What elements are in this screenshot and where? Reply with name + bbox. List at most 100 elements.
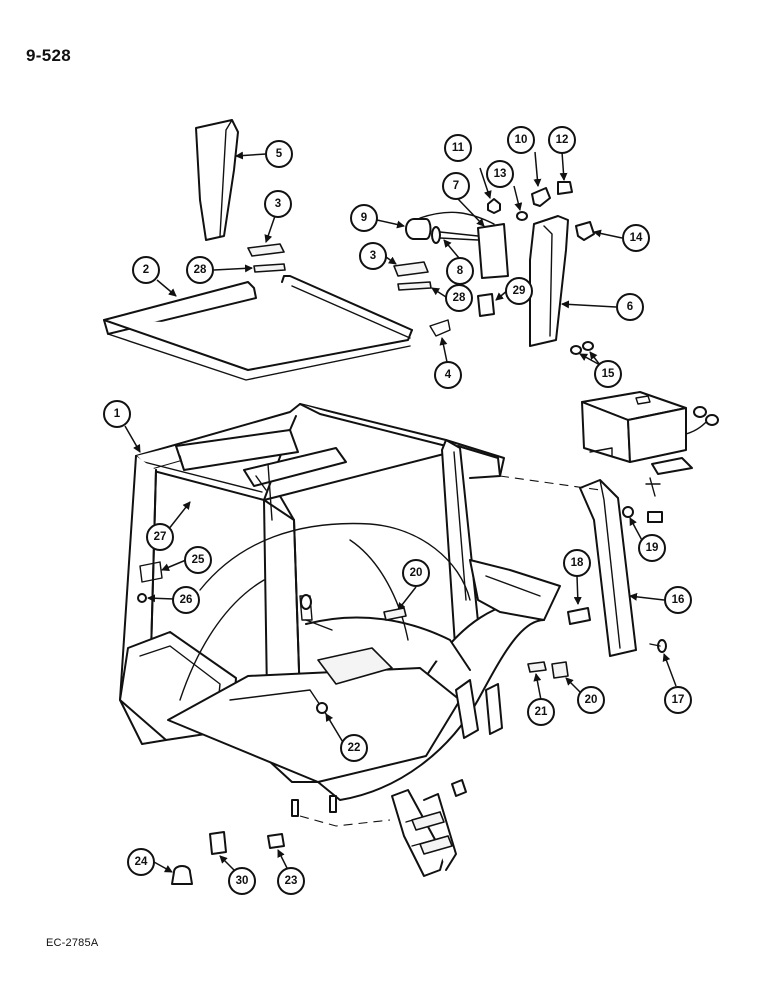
- pillar-trim: [529, 215, 569, 347]
- strip-lower: [397, 281, 432, 291]
- latch: [567, 607, 591, 625]
- callout-label: 24: [135, 856, 148, 868]
- callout-8: 8: [446, 257, 474, 285]
- mounting-plate: [477, 223, 509, 279]
- callout-3-lower: 3: [359, 242, 387, 270]
- strip-upper: [253, 263, 286, 273]
- callout-label: 4: [445, 369, 452, 381]
- dashed-leader-step: [299, 815, 391, 827]
- bolt: [431, 226, 479, 244]
- callout-label: 18: [571, 557, 584, 569]
- callout-17: 17: [664, 686, 692, 714]
- callout-1: 1: [103, 400, 131, 428]
- bushing: [405, 218, 432, 240]
- callout-16: 16: [664, 586, 692, 614]
- callout-label: 1: [114, 408, 121, 420]
- callout-19: 19: [638, 534, 666, 562]
- callout-label: 19: [646, 542, 659, 554]
- callout-label: 16: [672, 594, 685, 606]
- callout-15: 15: [594, 360, 622, 388]
- drawing-code: EC-2785A: [46, 937, 99, 949]
- block: [551, 661, 569, 679]
- callout-label: 3: [370, 250, 376, 262]
- callout-label: 14: [630, 232, 643, 244]
- callout-3: 3: [264, 190, 292, 218]
- grommet: [209, 831, 227, 855]
- callout-label: 2: [143, 264, 149, 276]
- step-assembly: [391, 779, 467, 877]
- clip: [429, 319, 451, 337]
- pad-upper: [247, 243, 285, 257]
- small-plate: [477, 293, 495, 317]
- callout-29: 29: [505, 277, 533, 305]
- callout-label: 27: [154, 531, 167, 543]
- callout-label: 9: [361, 212, 367, 224]
- callout-label: 10: [515, 134, 528, 146]
- callout-30: 30: [228, 867, 256, 895]
- callout-label: 7: [453, 180, 459, 192]
- callout-14: 14: [622, 224, 650, 252]
- callout-label: 21: [535, 706, 548, 718]
- callout-label: 30: [236, 875, 249, 887]
- callout-20-lower: 20: [577, 686, 605, 714]
- bracket: [575, 221, 595, 241]
- knob: [557, 181, 573, 195]
- callout-21: 21: [527, 698, 555, 726]
- callout-label: 20: [585, 694, 598, 706]
- callout-label: 11: [452, 142, 465, 154]
- callout-2: 2: [132, 256, 160, 284]
- callout-label: 15: [602, 368, 615, 380]
- callout-label: 28: [194, 264, 207, 276]
- rear-pillar-trim: [579, 479, 637, 657]
- clamp: [531, 187, 551, 207]
- callout-28-upper: 28: [186, 256, 214, 284]
- callout-26: 26: [172, 586, 200, 614]
- pad-small: [527, 661, 547, 673]
- nut-a: [570, 345, 582, 355]
- cable: [419, 211, 495, 225]
- callout-label: 20: [410, 567, 423, 579]
- cab-frame: [119, 403, 561, 817]
- screw-rear: [649, 639, 667, 653]
- callout-label: 13: [494, 168, 507, 180]
- callout-label: 6: [627, 301, 633, 313]
- upper-trim-panel: [195, 119, 239, 241]
- nut-b: [582, 341, 594, 351]
- cap-nut: [171, 865, 193, 885]
- callout-label: 8: [457, 265, 464, 277]
- screw: [487, 198, 501, 214]
- washer: [516, 211, 528, 221]
- dashed-leader-toolbox: [499, 475, 601, 491]
- callout-label: 26: [180, 594, 193, 606]
- callout-label: 22: [348, 742, 361, 754]
- callout-7: 7: [442, 172, 470, 200]
- rivet: [622, 506, 634, 518]
- roof-seal-frame: [103, 275, 413, 381]
- page-number: 9-528: [26, 46, 71, 65]
- plug: [267, 833, 285, 849]
- callout-label: 5: [276, 148, 283, 160]
- callout-18: 18: [563, 549, 591, 577]
- callout-label: 25: [192, 554, 205, 566]
- callout-9: 9: [350, 204, 378, 232]
- callout-label: 23: [285, 875, 298, 887]
- callout-23: 23: [277, 867, 305, 895]
- callout-label: 28: [453, 292, 466, 304]
- callout-24: 24: [127, 848, 155, 876]
- callout-label: 29: [513, 285, 526, 297]
- callout-28-lower: 28: [445, 284, 473, 312]
- tool-box: [581, 391, 719, 523]
- callout-6: 6: [616, 293, 644, 321]
- callout-13: 13: [486, 160, 514, 188]
- callout-27: 27: [146, 523, 174, 551]
- leader-lines: [124, 151, 677, 873]
- pad-lower: [393, 261, 429, 277]
- callout-10: 10: [507, 126, 535, 154]
- callout-label: 17: [672, 694, 685, 706]
- callout-20-upper: 20: [402, 559, 430, 587]
- callout-label: 12: [556, 134, 569, 146]
- callout-label: 3: [275, 198, 281, 210]
- callout-25: 25: [184, 546, 212, 574]
- callout-12: 12: [548, 126, 576, 154]
